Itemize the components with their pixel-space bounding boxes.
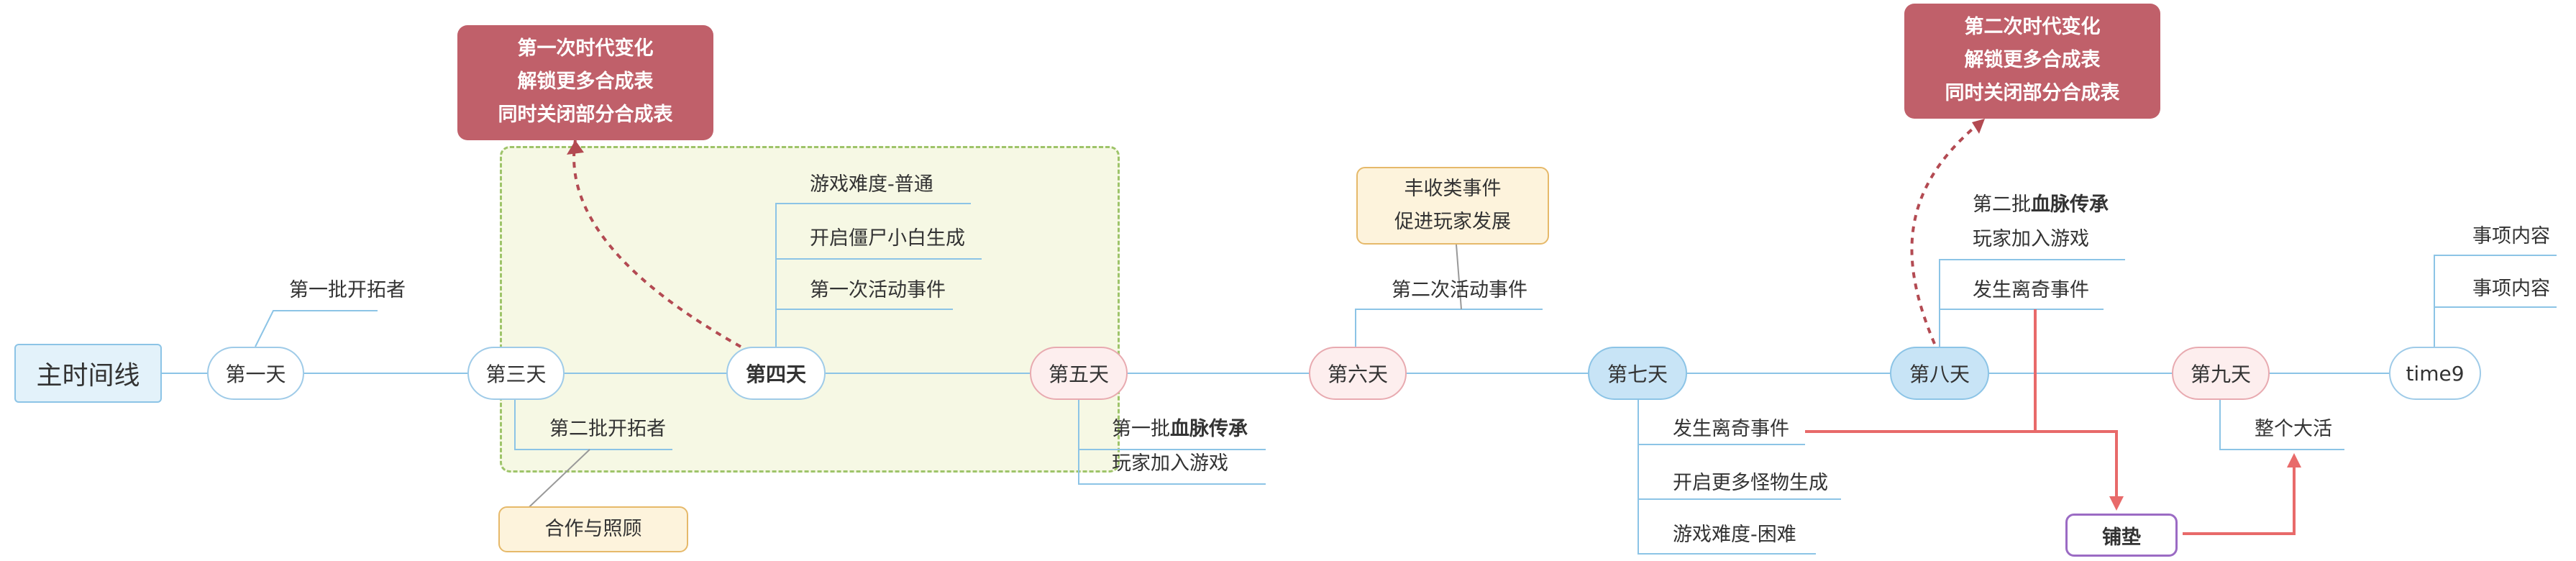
day-node-6[interactable]: 第六天 bbox=[1309, 347, 1407, 400]
relation-line-b bbox=[2183, 457, 2296, 535]
branch-label-players-join-2[interactable]: 玩家加入游戏 bbox=[1973, 228, 2089, 250]
day-node-3[interactable]: 第三天 bbox=[467, 347, 565, 400]
callout-first-era-change[interactable]: 第一次时代变化 解锁更多合成表 同时关闭部分合成表 bbox=[457, 25, 713, 140]
callout-second-era-change[interactable]: 第二次时代变化 解锁更多合成表 同时关闭部分合成表 bbox=[1904, 4, 2160, 119]
branch-label-players-join-1[interactable]: 玩家加入游戏 bbox=[1112, 452, 1228, 475]
branch-label-item-content-2[interactable]: 事项内容 bbox=[2472, 278, 2550, 300]
branch-line-d9 bbox=[2219, 400, 2344, 450]
callout-line: 同时关闭部分合成表 bbox=[498, 104, 673, 126]
note-line: 丰收类事件 bbox=[1404, 178, 1502, 200]
branch-line-d1 bbox=[255, 310, 378, 347]
foreshadow-node[interactable]: 铺垫 bbox=[2065, 514, 2178, 557]
relation-line-a bbox=[1805, 430, 2118, 507]
branch-line-d3 bbox=[514, 400, 672, 450]
day-node-8[interactable]: 第八天 bbox=[1890, 347, 1989, 400]
dashed-link-c2 bbox=[1910, 117, 1986, 345]
branch-label-item-content-1[interactable]: 事项内容 bbox=[2472, 225, 2550, 247]
branch-label-big-event[interactable]: 整个大活 bbox=[2255, 418, 2332, 440]
day-node-1[interactable]: 第一天 bbox=[207, 347, 304, 400]
callout-line: 同时关闭部分合成表 bbox=[1945, 82, 2120, 104]
day-node-time9[interactable]: time9 bbox=[2389, 347, 2481, 400]
branch-line-d10 bbox=[2434, 255, 2557, 347]
branch-label-first-bloodline[interactable]: 第一批血脉传承 bbox=[1112, 418, 1248, 440]
branch-line-d7 bbox=[1638, 400, 1816, 555]
branch-label-second-pioneers[interactable]: 第二批开拓者 bbox=[549, 418, 666, 440]
dashed-link-c1 bbox=[572, 140, 741, 348]
note-line: 促进玩家发展 bbox=[1394, 211, 1511, 233]
branch-label-more-monsters[interactable]: 开启更多怪物生成 bbox=[1673, 472, 1828, 494]
branch-label-zombie-spawn[interactable]: 开启僵尸小白生成 bbox=[810, 227, 965, 250]
branch-label-second-activity-event[interactable]: 第二次活动事件 bbox=[1392, 279, 1527, 301]
branch-label-strange-event-2[interactable]: 发生离奇事件 bbox=[1973, 279, 2089, 301]
callout-line: 解锁更多合成表 bbox=[1964, 49, 2101, 71]
day-node-9[interactable]: 第九天 bbox=[2172, 347, 2270, 400]
branch-label-first-pioneers[interactable]: 第一批开拓者 bbox=[289, 279, 406, 301]
day-node-4[interactable]: 第四天 bbox=[726, 347, 826, 400]
callout-line: 第二次时代变化 bbox=[1964, 16, 2101, 38]
branch-label-second-bloodline[interactable]: 第二批血脉传承 bbox=[1973, 193, 2109, 216]
branch-label-difficulty-normal[interactable]: 游戏难度-普通 bbox=[810, 173, 933, 196]
callout-line: 解锁更多合成表 bbox=[517, 70, 654, 93]
note-harvest-events[interactable]: 丰收类事件 促进玩家发展 bbox=[1356, 167, 1549, 245]
branch-line-d5 bbox=[1078, 400, 1266, 485]
branch-line-d8 bbox=[1939, 259, 2125, 347]
branch-line-d4-a bbox=[775, 203, 971, 347]
branch-label-first-activity-event[interactable]: 第一次活动事件 bbox=[810, 279, 946, 301]
note-cooperation[interactable]: 合作与照顾 bbox=[498, 506, 688, 552]
day-node-5[interactable]: 第五天 bbox=[1030, 347, 1128, 400]
branch-label-difficulty-hard[interactable]: 游戏难度-困难 bbox=[1673, 524, 1796, 546]
callout-line: 第一次时代变化 bbox=[517, 37, 654, 60]
branch-line-d6 bbox=[1355, 309, 1543, 347]
day-node-7[interactable]: 第七天 bbox=[1588, 347, 1687, 400]
branch-label-strange-event-1[interactable]: 发生离奇事件 bbox=[1673, 418, 1789, 440]
root-node-main-timeline[interactable]: 主时间线 bbox=[14, 344, 162, 403]
